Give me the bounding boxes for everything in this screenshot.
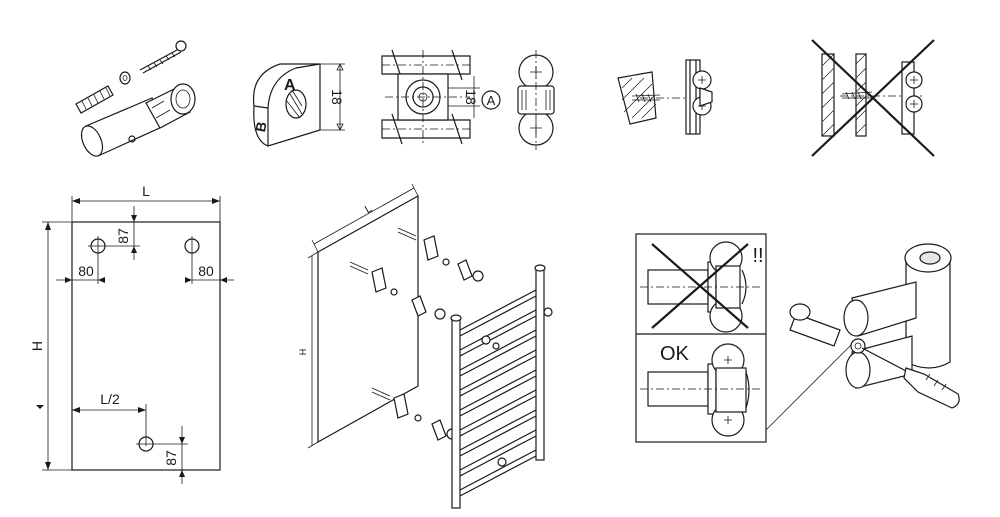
exploded-height-label: H <box>298 349 308 356</box>
assembly-3d <box>789 243 960 409</box>
ok-mark: OK <box>660 343 690 365</box>
fixing-set-top-right <box>349 261 446 320</box>
bracket-reference: A <box>487 93 496 108</box>
exploded-width-label: L <box>363 203 374 216</box>
exploded-radiator-drawing: L H <box>298 183 553 509</box>
clip-dimension: 18 <box>329 89 345 105</box>
distance-sleeve <box>80 97 165 157</box>
plan-top-offset: 87 <box>115 228 131 244</box>
plan-left-offset: 80 <box>78 263 94 279</box>
drilling-plan-drawing: L 87 80 80 H L/2 <box>29 183 234 484</box>
screw <box>139 40 187 74</box>
bracket-section-drawing: 18 A <box>381 49 555 150</box>
washer <box>119 71 131 85</box>
fixing-kit-drawing <box>75 40 196 157</box>
plan-right-offset: 80 <box>198 263 214 279</box>
fixing-set-top-left <box>397 227 484 282</box>
clip-drawing: A B 18 <box>252 63 345 147</box>
bracket-head <box>145 83 196 129</box>
plan-width-label: L <box>142 183 150 199</box>
wrong-assembly: !! <box>640 241 764 333</box>
fixing-set-bottom-left <box>371 387 458 441</box>
clip-letter-b: B <box>252 120 270 133</box>
wall-fixing-correct-drawing <box>617 59 713 135</box>
plan-bottom-offset: 87 <box>163 450 179 466</box>
plan-half-width-label: L/2 <box>100 391 120 407</box>
plan-height-label: H <box>29 341 45 351</box>
wrong-mark: !! <box>752 245 763 267</box>
bracket-dimension: 18 <box>463 89 479 105</box>
wall-plug <box>75 85 114 114</box>
towel-radiator <box>450 264 553 509</box>
ok-assembly: OK <box>640 343 760 437</box>
wall-fixing-wrong-drawing <box>811 39 935 157</box>
wrong-ok-detail-drawing: !! OK <box>635 233 960 443</box>
clip-letter-a: A <box>284 77 296 94</box>
